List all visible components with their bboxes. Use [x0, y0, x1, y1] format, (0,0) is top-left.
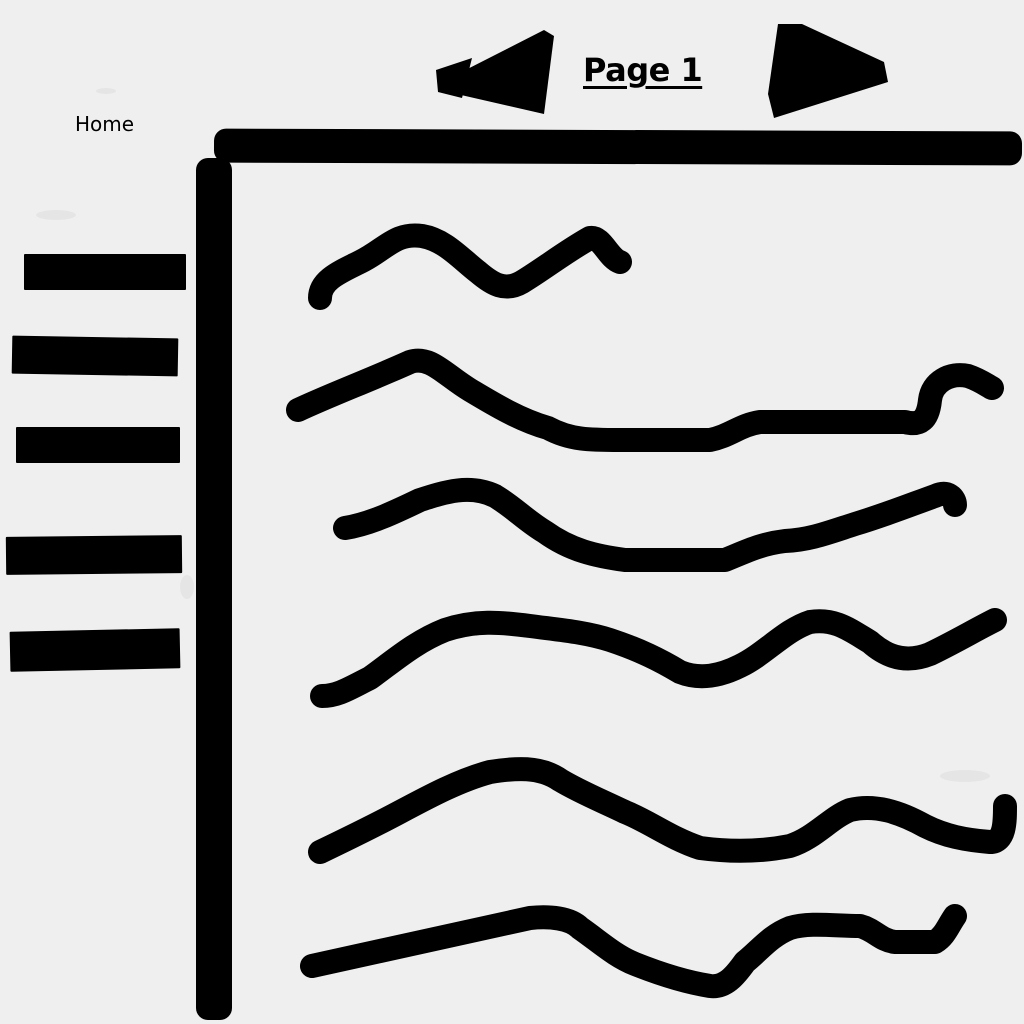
paper-smudge — [180, 575, 194, 599]
content-line-2 — [286, 348, 1004, 452]
sidebar-item-5[interactable] — [9, 628, 181, 672]
prev-page-button[interactable] — [432, 22, 560, 122]
content-line-3 — [333, 477, 967, 572]
paper-smudge — [96, 88, 116, 94]
sidebar-item-3[interactable] — [16, 427, 180, 463]
content-line-6 — [300, 904, 967, 999]
paper-smudge — [36, 210, 76, 220]
content-line-1 — [308, 223, 632, 310]
content-line-5 — [308, 757, 1017, 864]
right-arrow-icon — [768, 24, 888, 118]
content-frame-top-border — [213, 128, 1023, 166]
sidebar-item-4[interactable] — [5, 535, 183, 575]
content-frame-left-border — [196, 158, 232, 1020]
paper-smudge — [940, 770, 990, 782]
next-page-button[interactable] — [762, 20, 894, 122]
left-arrow-icon — [436, 30, 554, 114]
sidebar-item-1[interactable] — [24, 254, 186, 290]
content-line-4 — [310, 608, 1007, 708]
page-title: Page 1 — [583, 51, 703, 89]
home-link[interactable]: Home — [75, 112, 135, 136]
sidebar-item-2[interactable] — [11, 335, 179, 377]
